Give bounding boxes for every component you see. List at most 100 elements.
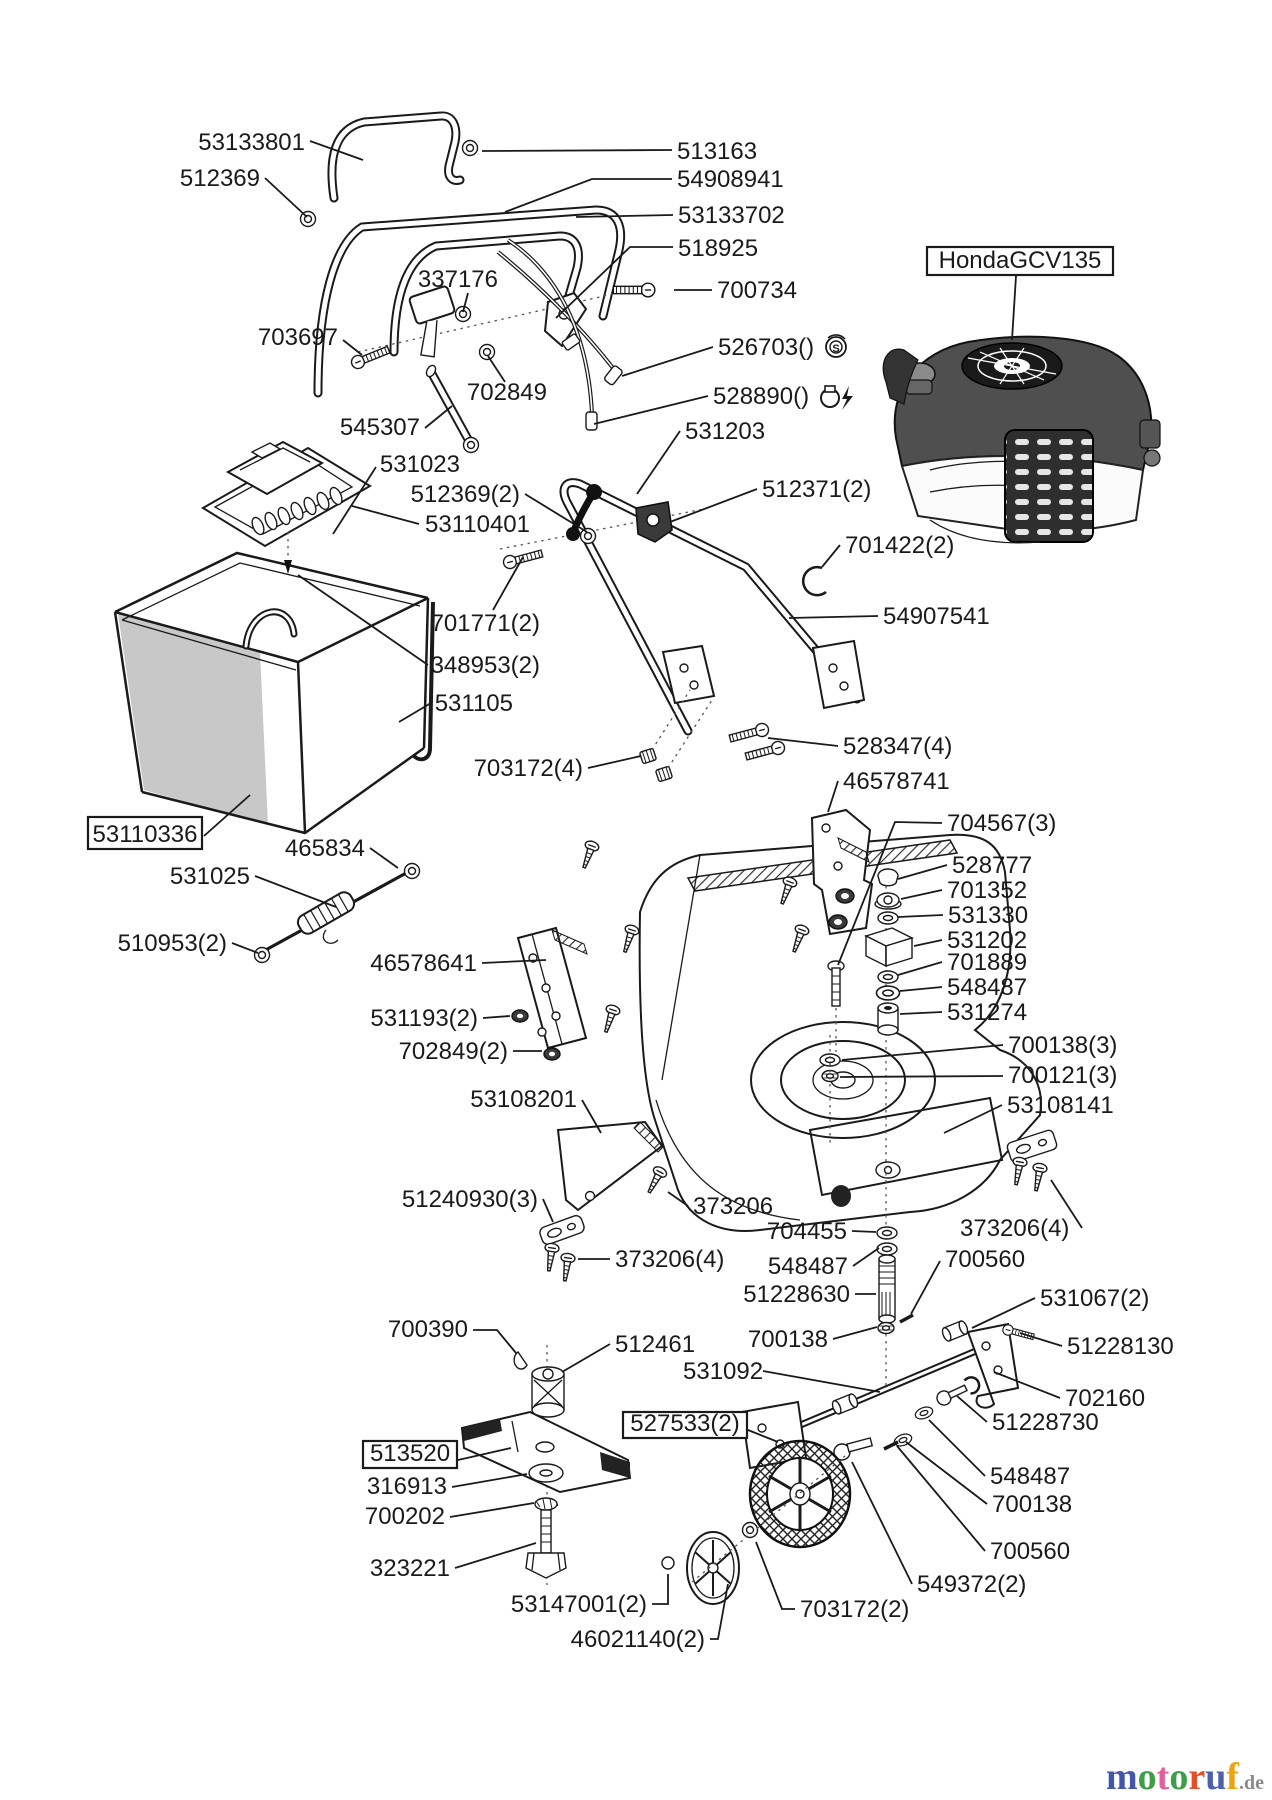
part-callout-373206(4): 373206(4)	[960, 1179, 1083, 1242]
leader-line	[910, 1260, 941, 1315]
part-number: 531105	[435, 690, 513, 717]
part-callout-700202: 700202	[365, 1502, 535, 1530]
leader-line	[767, 737, 839, 747]
part-callout-526703(): 526703()	[621, 334, 814, 377]
leader-line	[839, 1075, 1004, 1078]
key-700390	[513, 1351, 528, 1370]
part-callout-53147001(2): 53147001(2)	[511, 1574, 669, 1618]
part-callout-46578741: 46578741	[827, 768, 950, 813]
screw-373206-4	[557, 1251, 577, 1283]
leader-line	[669, 488, 758, 523]
part-number: 528347(4)	[843, 733, 952, 760]
part-number: 54907541	[883, 603, 990, 630]
leader-line	[851, 1230, 877, 1233]
part-callout-54907541: 54907541	[788, 603, 990, 630]
part-number: 51228630	[743, 1281, 850, 1308]
part-number: 51240930(3)	[402, 1186, 538, 1213]
washer-701889	[877, 970, 899, 984]
bag-shaded-panel	[118, 614, 268, 825]
part-number: 512369	[180, 165, 260, 192]
leader-line	[492, 556, 524, 611]
part-callout-700138(3): 700138(3)	[841, 1032, 1117, 1061]
part-callout-53110336: 53110336	[86, 794, 251, 851]
leader-line	[747, 1429, 779, 1443]
part-number: 700138	[748, 1326, 828, 1353]
part-number: 513163	[677, 138, 757, 165]
part-number: 700560	[945, 1246, 1025, 1273]
part-number: 700202	[365, 1503, 445, 1530]
leader-line	[473, 1329, 517, 1354]
part-number: 531202	[947, 927, 1027, 954]
leader-line	[203, 794, 251, 837]
part-callout-HondaGCV135: HondaGCV135	[925, 245, 1115, 341]
part-number: 465834	[285, 835, 365, 862]
part-callout-704455: 704455	[767, 1218, 877, 1245]
part-callout-51228630: 51228630	[743, 1281, 876, 1308]
logo-letter: o	[1169, 1756, 1188, 1798]
part-number: 548487	[990, 1463, 1070, 1490]
part-callout-700560: 700560	[896, 1445, 1070, 1565]
part-callout-54908941: 54908941	[504, 166, 784, 213]
part-number: 512369(2)	[411, 481, 520, 508]
part-number: 512371(2)	[762, 476, 871, 503]
washer-512369-2	[579, 527, 597, 545]
leader-line	[827, 780, 839, 813]
leader-line	[587, 755, 642, 769]
part-callout-703172(2): 703172(2)	[755, 1541, 909, 1623]
leader-line	[342, 339, 363, 356]
part-callout-53133801: 53133801	[198, 129, 364, 161]
part-callout-700121(3): 700121(3)	[839, 1062, 1117, 1089]
part-number: 518925	[678, 235, 758, 262]
leader-line	[928, 1419, 986, 1477]
leader-line	[832, 1326, 878, 1340]
leader-line	[913, 939, 943, 947]
brand-logo[interactable]: motoruf.de	[1106, 1756, 1264, 1798]
part-callout-531025: 531025	[170, 863, 337, 908]
leader-line	[956, 1395, 988, 1423]
part-number: 703172(4)	[474, 755, 583, 782]
nut-701352	[874, 892, 902, 910]
part-number: 512461	[615, 1331, 695, 1358]
part-number: 337176	[418, 266, 498, 293]
assembly-axis-dashed	[357, 285, 649, 353]
part-callout-528777: 528777	[897, 852, 1032, 880]
part-number: 700138	[992, 1491, 1072, 1518]
part-callout-548487: 548487	[899, 974, 1027, 1001]
bushing-531067	[940, 1319, 970, 1343]
leader-line	[398, 702, 432, 723]
nut-700138-mid	[877, 1321, 895, 1335]
part-callout-518925: 518925	[555, 235, 758, 319]
part-number: 46578641	[370, 950, 477, 977]
logo-letter: o	[1138, 1756, 1157, 1798]
leader-line	[837, 821, 943, 966]
bracket-46578741	[810, 808, 874, 936]
knob-703172	[638, 747, 658, 765]
washer-548487-axle	[913, 1404, 935, 1422]
part-callout-703697: 703697	[258, 324, 363, 356]
part-callout-512369(2): 512369(2)	[411, 481, 588, 533]
part-number: 704455	[767, 1218, 847, 1245]
part-number: 53108201	[470, 1086, 577, 1113]
part-number: 531025	[170, 863, 250, 890]
washer-548487	[875, 985, 901, 1001]
part-number: 548487	[947, 974, 1027, 1001]
leader-line	[897, 914, 944, 918]
leader-line	[841, 1044, 1004, 1061]
leader-line	[264, 177, 308, 218]
part-number: 700390	[388, 1316, 468, 1343]
leader-line	[900, 889, 943, 900]
part-number: 703172(2)	[800, 1596, 909, 1623]
part-callout-46021140(2): 46021140(2)	[571, 1583, 729, 1653]
tube-545307-end	[425, 364, 437, 378]
screw-700734	[612, 282, 656, 298]
part-callout-512369: 512369	[180, 165, 308, 218]
part-number: 526703()	[718, 334, 814, 361]
leader-line	[593, 395, 709, 425]
part-number: 373206	[693, 1193, 773, 1220]
leader-line	[555, 246, 673, 319]
part-callout-512371(2): 512371(2)	[669, 476, 871, 523]
svg-text:S: S	[832, 343, 839, 355]
part-number: 545307	[340, 414, 420, 441]
part-number: 527533(2)	[630, 1410, 739, 1437]
part-number: 702160	[1065, 1385, 1145, 1412]
